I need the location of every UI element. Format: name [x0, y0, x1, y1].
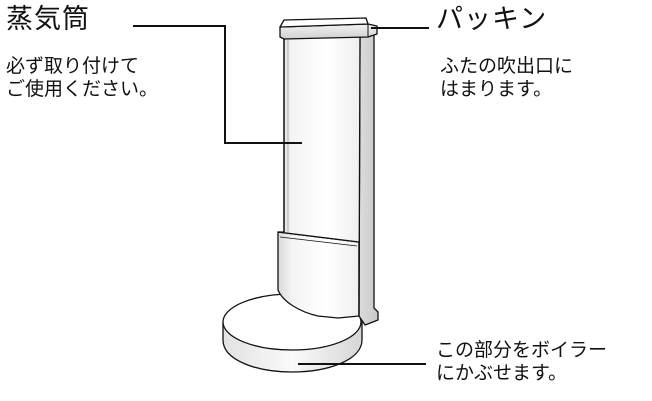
- gasket: [279, 17, 378, 40]
- steam-tube-description-line-2: ご使用ください。: [6, 78, 159, 101]
- gasket-description-line-1: ふたの吹出口に: [440, 55, 574, 77]
- gasket-label: パッキン: [436, 4, 548, 35]
- steam-tube-label: 蒸気筒: [6, 4, 90, 35]
- steam-tube-description: 必ず取り付けて ご使用ください。: [6, 55, 158, 101]
- gasket-description: ふたの吹出口に はまります。: [440, 55, 573, 101]
- base-description: この部分をボイラー にかぶせます。: [436, 339, 607, 385]
- base-description-line-2: にかぶせます。: [436, 362, 568, 385]
- leader-lines: [133, 25, 429, 365]
- gasket-description-line-2: はまります。: [440, 78, 553, 101]
- tube-body: [277, 33, 379, 326]
- leader-steam-tube: [133, 25, 302, 144]
- base-description-line-1: この部分をボイラー: [436, 339, 608, 361]
- steam-tube-description-line-1: 必ず取り付けて: [6, 55, 140, 77]
